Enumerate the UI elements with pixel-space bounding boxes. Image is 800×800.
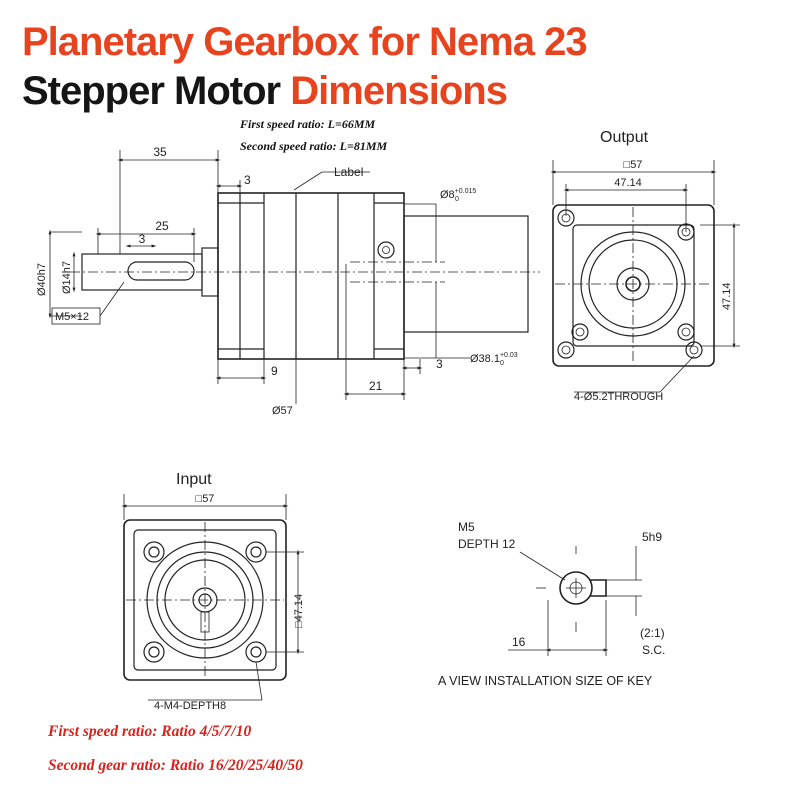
- pilot-dia-38-sub: 0: [500, 360, 504, 367]
- dim-25: 25: [155, 219, 169, 233]
- key-caption: A VIEW INSTALLATION SIZE OF KEY: [438, 674, 653, 688]
- shaft-keyway: [127, 261, 195, 281]
- clamp-screw: [377, 241, 395, 259]
- input-heading: Input: [176, 471, 212, 488]
- input-bolt-v: □47.14: [293, 594, 305, 628]
- output-bolt-v: 47.14: [721, 282, 733, 310]
- spec-second-length: Second speed ratio: L=81MM: [240, 139, 388, 153]
- dim-3-top: 3: [244, 173, 251, 187]
- motor-interface: [403, 215, 529, 333]
- dim-3-bottom: 3: [436, 357, 443, 371]
- dia-14: Ø14h7: [61, 261, 73, 294]
- shaft-dia-8-main: Ø8: [440, 189, 455, 201]
- input-flange: [123, 519, 287, 681]
- label-callout: Label: [334, 165, 363, 179]
- key-shaft-circle: [559, 571, 593, 605]
- shaft-dia-8-sup: +0.015: [455, 188, 477, 195]
- key-dim-16: 16: [512, 635, 526, 649]
- thread-m5: M5×12: [55, 311, 89, 323]
- output-flange: [552, 204, 715, 367]
- key-thread: M5: [458, 520, 475, 534]
- note-second-ratio: Second gear ratio: Ratio 16/20/25/40/50: [48, 757, 303, 774]
- dim-35: 35: [153, 145, 167, 159]
- output-bolt-h: 47.14: [614, 177, 642, 189]
- key-sc: S.C.: [642, 643, 665, 657]
- title-line-1: Planetary Gearbox for Nema 23: [22, 20, 588, 64]
- output-size: □57: [624, 159, 643, 171]
- shaft-dia-8: Ø8+0.015: [440, 188, 476, 201]
- key-depth: DEPTH 12: [458, 537, 516, 551]
- pilot-dia-38-main: Ø38.1: [470, 353, 500, 365]
- input-holes-label: 4-M4-DEPTH8: [154, 700, 226, 712]
- input-view: Input □57 □47.14 4-M4-DEPTH8: [121, 471, 305, 712]
- output-view: Output □57 47.14 47.14 4-Ø5.2THRO: [550, 129, 740, 403]
- title-line-2-black: Stepper Motor: [22, 69, 281, 113]
- pilot-dia-38-sup: +0.03: [500, 352, 518, 359]
- dim-3-shaft: 3: [139, 232, 146, 246]
- output-heading: Output: [600, 129, 649, 146]
- key-width: 5h9: [642, 530, 662, 544]
- title-line-2: Stepper Motor Dimensions: [22, 69, 508, 113]
- shaft-dia-8-sub: 0: [455, 196, 459, 203]
- dim-9: 9: [271, 364, 278, 378]
- key-view: M5 DEPTH 12 5h9 16 (2:1) S.C. A VIEW INS…: [438, 520, 665, 688]
- side-view: 35 3 Label 25 3 Ø40h7 Ø14h7 M5×12 Ø8+0.0…: [36, 145, 540, 417]
- output-holes-label: 4-Ø5.2THROUGH: [574, 391, 663, 403]
- dia-40: Ø40h7: [36, 263, 48, 296]
- gearbox-housing: [217, 192, 405, 360]
- note-first-ratio: First speed ratio: Ratio 4/5/7/10: [48, 723, 252, 740]
- input-size: □57: [196, 493, 215, 505]
- title-line-2-orange: Dimensions: [290, 69, 508, 113]
- key-scale: (2:1): [640, 626, 665, 640]
- spec-first-length: First speed ratio: L=66MM: [240, 117, 376, 131]
- key-profile: [590, 579, 607, 597]
- pilot-dia-38: Ø38.1+0.03: [470, 352, 518, 365]
- dim-21: 21: [369, 379, 383, 393]
- output-holes: [557, 209, 703, 359]
- dia-57: Ø57: [272, 405, 293, 417]
